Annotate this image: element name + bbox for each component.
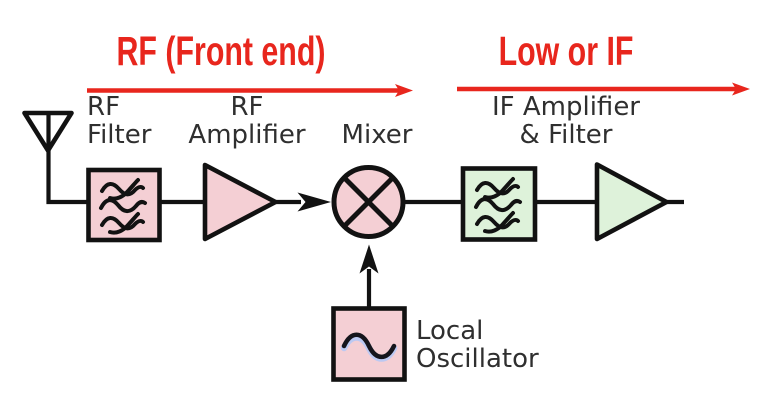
signal-arrow-to-mixer — [274, 192, 331, 212]
local-oscillator-block — [331, 306, 407, 382]
rf-filter-label: RF Filter — [87, 93, 151, 149]
rf-amplifier-label-line1: RF — [230, 92, 264, 122]
mixer-cross-circle-icon — [342, 175, 395, 229]
if-amplifier-block — [594, 162, 669, 242]
if-amplifier-filter-label: IF Amplifier & Filter — [480, 93, 652, 149]
mixer-block — [331, 165, 406, 239]
rf-filter-block — [86, 167, 162, 243]
if-section-title: Low or IF — [498, 28, 634, 74]
mixer-label: Mixer — [341, 120, 413, 150]
if-amplifier-filter-label-line1: IF Amplifier — [491, 92, 640, 122]
rf-amplifier-label-line2: Amplifier — [188, 120, 306, 150]
if-amplifier-filter-label-line2: & Filter — [519, 120, 613, 150]
rf-amplifier-label: RF Amplifier — [181, 93, 313, 149]
if-section-arrow — [457, 82, 750, 96]
rf-section-arrow — [87, 84, 413, 97]
rf-filter-label-line1: RF — [87, 92, 121, 122]
rf-amplifier-block — [202, 162, 278, 242]
rf-section-title: RF (Front end) — [116, 28, 326, 74]
lo-arrow-to-mixer — [359, 244, 379, 309]
local-oscillator-label-line1: Local — [416, 316, 484, 346]
amplifier-triangle-icon — [594, 162, 669, 242]
antenna-icon — [22, 110, 89, 205]
amplifier-triangle-icon — [202, 162, 278, 242]
wire-antenna-to-filter — [46, 113, 89, 205]
sine-wave-icon — [340, 332, 398, 362]
if-filter-block — [460, 166, 538, 242]
rf-filter-label-line2: Filter — [87, 120, 152, 150]
local-oscillator-label: Local Oscillator — [416, 317, 539, 373]
local-oscillator-label-line2: Oscillator — [416, 344, 539, 374]
